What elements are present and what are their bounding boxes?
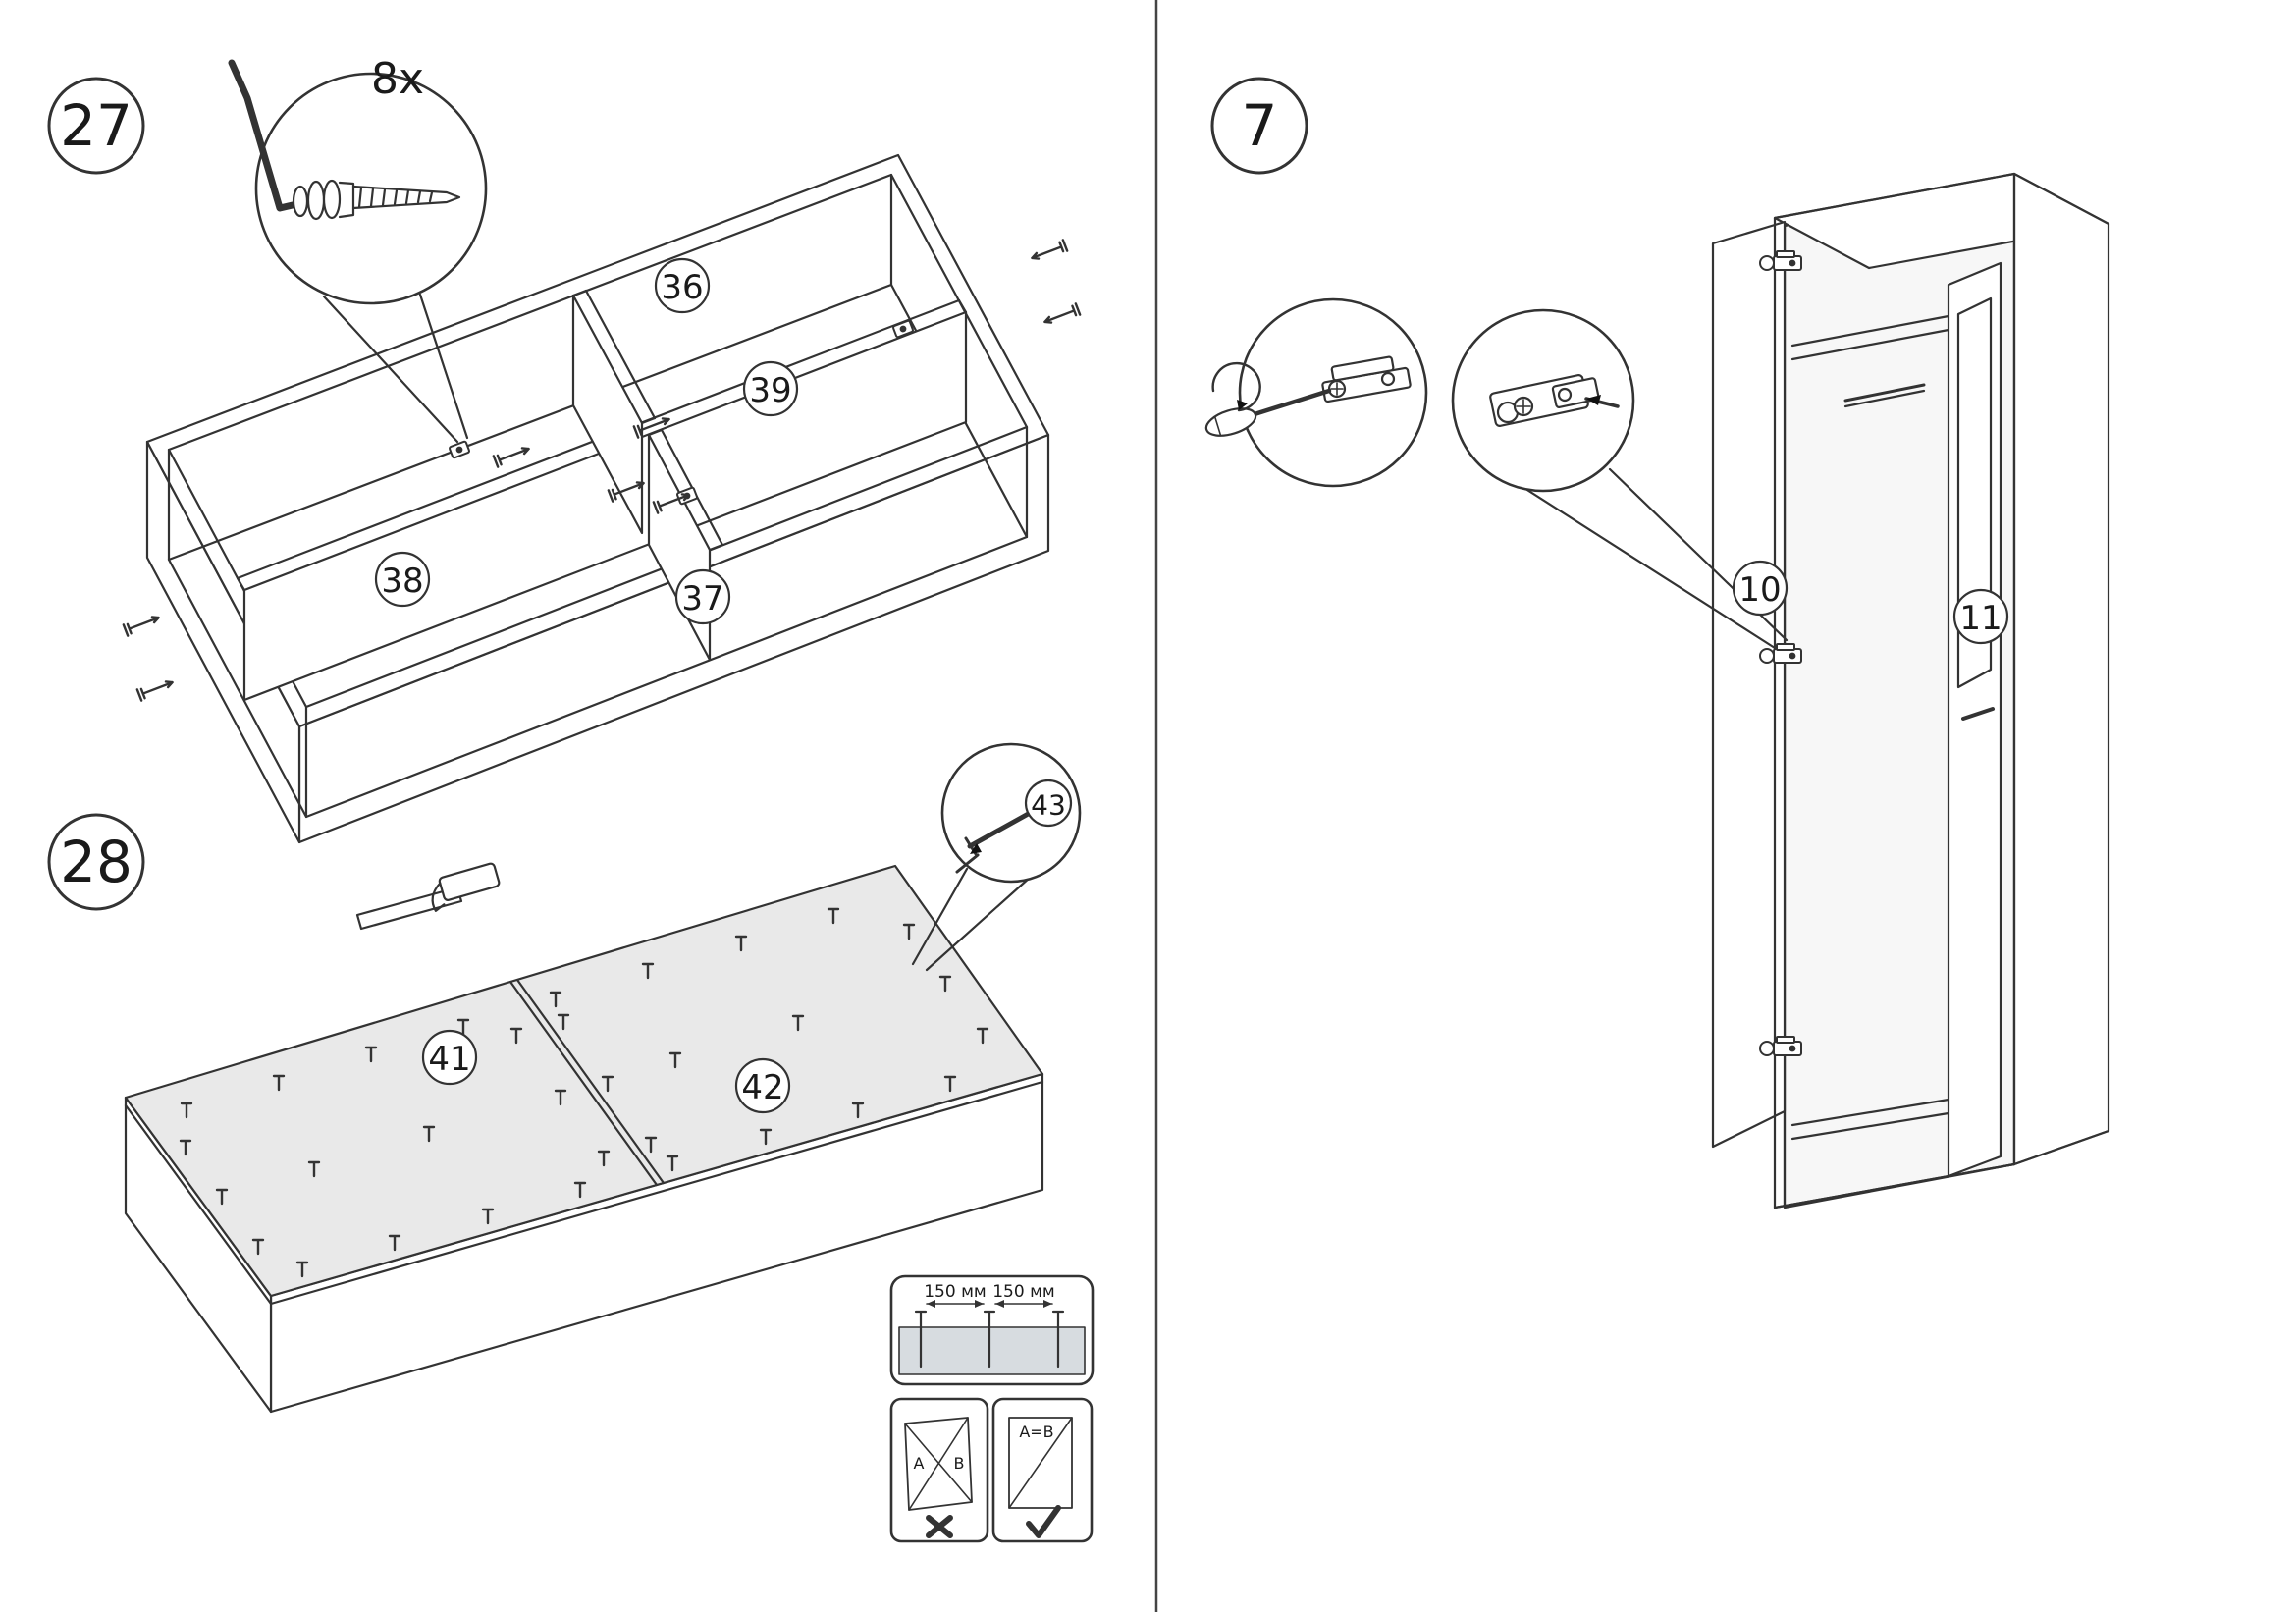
svg-text:10: 10 bbox=[1738, 570, 1781, 610]
screwdriver-icon bbox=[1204, 361, 1332, 437]
part-label-37: 37 bbox=[674, 568, 731, 625]
svg-text:39: 39 bbox=[749, 371, 791, 410]
part-label-43: 43 bbox=[1024, 779, 1073, 828]
part-label-39: 39 bbox=[742, 360, 799, 417]
step-28-badge: 28 bbox=[47, 813, 145, 911]
check-mark-icon bbox=[1026, 1505, 1061, 1538]
step-27-section: 27 bbox=[47, 54, 1082, 844]
part-label-41: 41 bbox=[421, 1029, 478, 1086]
svg-text:37: 37 bbox=[681, 579, 723, 618]
wardrobe-drawing bbox=[1711, 172, 2110, 1209]
nail-spacing-inset: 150 мм 150 мм bbox=[889, 1274, 1095, 1386]
check-label-a: A bbox=[914, 1454, 925, 1473]
check-label-equal: A=B bbox=[1019, 1423, 1053, 1441]
back-panel-drawing bbox=[124, 864, 1044, 1414]
cabinet-frame-drawing bbox=[122, 153, 1082, 844]
screw-detail-callout: 8x bbox=[228, 54, 488, 444]
hammer-icon bbox=[355, 862, 501, 931]
part-label-36: 36 bbox=[654, 257, 711, 314]
svg-text:41: 41 bbox=[428, 1040, 470, 1079]
narrow-panel-11 bbox=[1947, 261, 2002, 1178]
hinge-plate-callout bbox=[1451, 308, 1789, 650]
adjust-arrow-icon bbox=[1586, 395, 1601, 405]
step-7-section: 7 bbox=[1204, 77, 2110, 1209]
open-door-10 bbox=[1711, 220, 1787, 1149]
step-27-number: 27 bbox=[60, 92, 133, 159]
hinge-screwing-callout bbox=[1204, 297, 1428, 488]
step-28-section: 28 bbox=[47, 742, 1095, 1543]
svg-text:11: 11 bbox=[1959, 599, 2002, 638]
part-label-38: 38 bbox=[374, 551, 431, 608]
spacing-label-left: 150 мм bbox=[924, 1282, 987, 1302]
spacing-label-right: 150 мм bbox=[992, 1282, 1055, 1302]
diagonal-check-wrong: A B bbox=[889, 1397, 989, 1543]
nail-detail-callout: 43 bbox=[911, 742, 1082, 972]
part-label-11: 11 bbox=[1952, 588, 2009, 645]
step-27-badge: 27 bbox=[47, 77, 145, 175]
cross-mark-icon bbox=[926, 1515, 953, 1538]
part-label-42: 42 bbox=[734, 1057, 791, 1114]
svg-text:42: 42 bbox=[741, 1068, 783, 1107]
back-panel-top bbox=[124, 864, 1044, 1298]
step-28-number: 28 bbox=[60, 829, 133, 895]
confirmat-screw-icon bbox=[292, 179, 461, 221]
diagonal-check-right: A=B bbox=[991, 1397, 1094, 1543]
step-7-badge: 7 bbox=[1210, 77, 1308, 175]
hinge-side-view bbox=[1321, 355, 1412, 403]
svg-text:43: 43 bbox=[1031, 789, 1066, 822]
svg-text:38: 38 bbox=[381, 562, 423, 601]
allen-key-icon bbox=[228, 59, 296, 212]
step-7-number: 7 bbox=[1242, 92, 1278, 159]
check-label-b: B bbox=[954, 1454, 965, 1473]
hardware-count-label: 8x bbox=[371, 54, 424, 104]
frame-cross-divider-back bbox=[571, 289, 657, 535]
svg-text:36: 36 bbox=[661, 268, 703, 307]
rotation-arrow-icon bbox=[1211, 361, 1261, 412]
part-label-10: 10 bbox=[1732, 560, 1789, 617]
hinge-top-view bbox=[1489, 374, 1620, 427]
wardrobe-right-side bbox=[2012, 172, 2110, 1166]
